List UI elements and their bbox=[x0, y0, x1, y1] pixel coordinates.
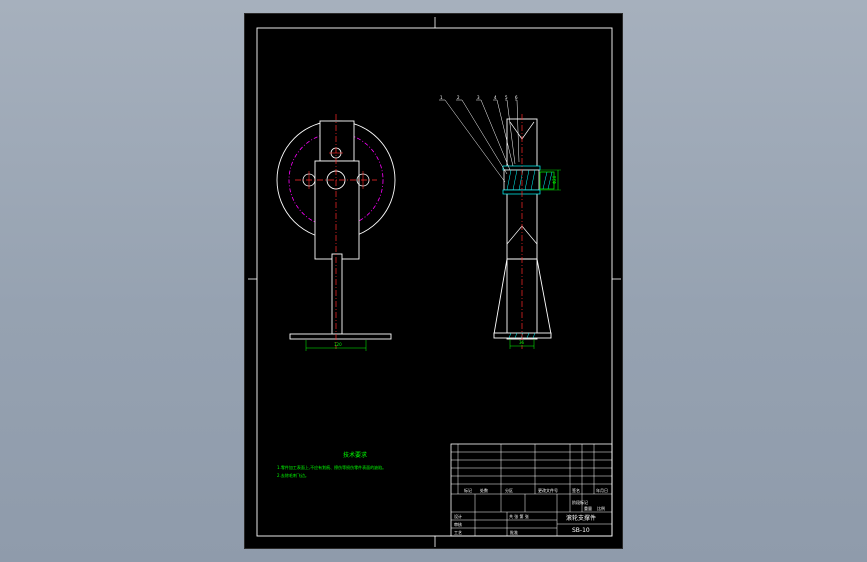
washer-bottom bbox=[502, 189, 541, 195]
tb-role-approve: 批准 bbox=[510, 529, 518, 535]
tb-header-zone: 分区 bbox=[505, 487, 513, 493]
tb-sheet-label: 共 张 第 张 bbox=[509, 513, 529, 519]
tb-header-change: 更改文件号 bbox=[538, 487, 558, 493]
tb-header-date: 年月日 bbox=[596, 487, 608, 493]
tech-req-line-2: 2.去除毛刺飞边。 bbox=[277, 472, 309, 478]
balloon-6: 6 bbox=[515, 95, 518, 100]
title-block: 标记 处数 分区 更改文件号 签名 年月日 设计 审核 工艺 批准 阶段标记 重… bbox=[450, 443, 613, 537]
stem bbox=[331, 253, 343, 335]
cad-drawing: 120 bbox=[248, 17, 621, 547]
tb-header-count: 处数 bbox=[480, 487, 488, 493]
balloon-5: 5 bbox=[505, 95, 508, 100]
tb-stage-mark: 阶段标记 bbox=[572, 499, 588, 505]
tb-header-sign: 签名 bbox=[572, 487, 580, 493]
side-hole-dim-text: Φ20 bbox=[552, 175, 557, 184]
drawing-sheet: 120 bbox=[244, 13, 623, 549]
tb-role-process: 工艺 bbox=[454, 530, 462, 535]
upright-top-block bbox=[319, 120, 355, 162]
inner-frame bbox=[256, 27, 613, 537]
balloon-leaders bbox=[439, 99, 520, 183]
tb-weight: 重量 bbox=[584, 505, 592, 511]
tb-role-review: 审核 bbox=[454, 521, 462, 527]
tech-requirements: 技术要求 1.零件加工表面上,不应有划痕、擦伤等损伤零件表面的缺陷。 2.去除毛… bbox=[277, 451, 386, 478]
front-dim-text: 120 bbox=[334, 342, 342, 347]
tech-req-line-1: 1.零件加工表面上,不应有划痕、擦伤等损伤零件表面的缺陷。 bbox=[277, 464, 386, 470]
side-base-plate bbox=[493, 332, 552, 339]
front-view: 120 bbox=[276, 114, 396, 351]
side-dim-text: 36 bbox=[519, 340, 525, 345]
tb-scale: 比例 bbox=[597, 505, 605, 511]
balloon-3: 3 bbox=[477, 95, 480, 100]
balloon-4: 4 bbox=[494, 95, 497, 100]
tb-drawing-no: SB-10 bbox=[572, 527, 590, 534]
title-block-border bbox=[450, 443, 613, 537]
tech-req-title: 技术要求 bbox=[343, 451, 367, 459]
balloon-1: 1 bbox=[440, 95, 443, 100]
tb-role-design: 设计 bbox=[454, 513, 462, 519]
front-base-plate bbox=[289, 333, 392, 340]
parts-list-grid bbox=[451, 444, 612, 536]
tb-header-mark: 标记 bbox=[464, 487, 472, 493]
side-view: Φ20 36 1 2 3 4 5 6 bbox=[439, 95, 561, 349]
balloon-2: 2 bbox=[457, 95, 460, 100]
tb-part-name: 滚轮支撑件 bbox=[566, 514, 596, 522]
